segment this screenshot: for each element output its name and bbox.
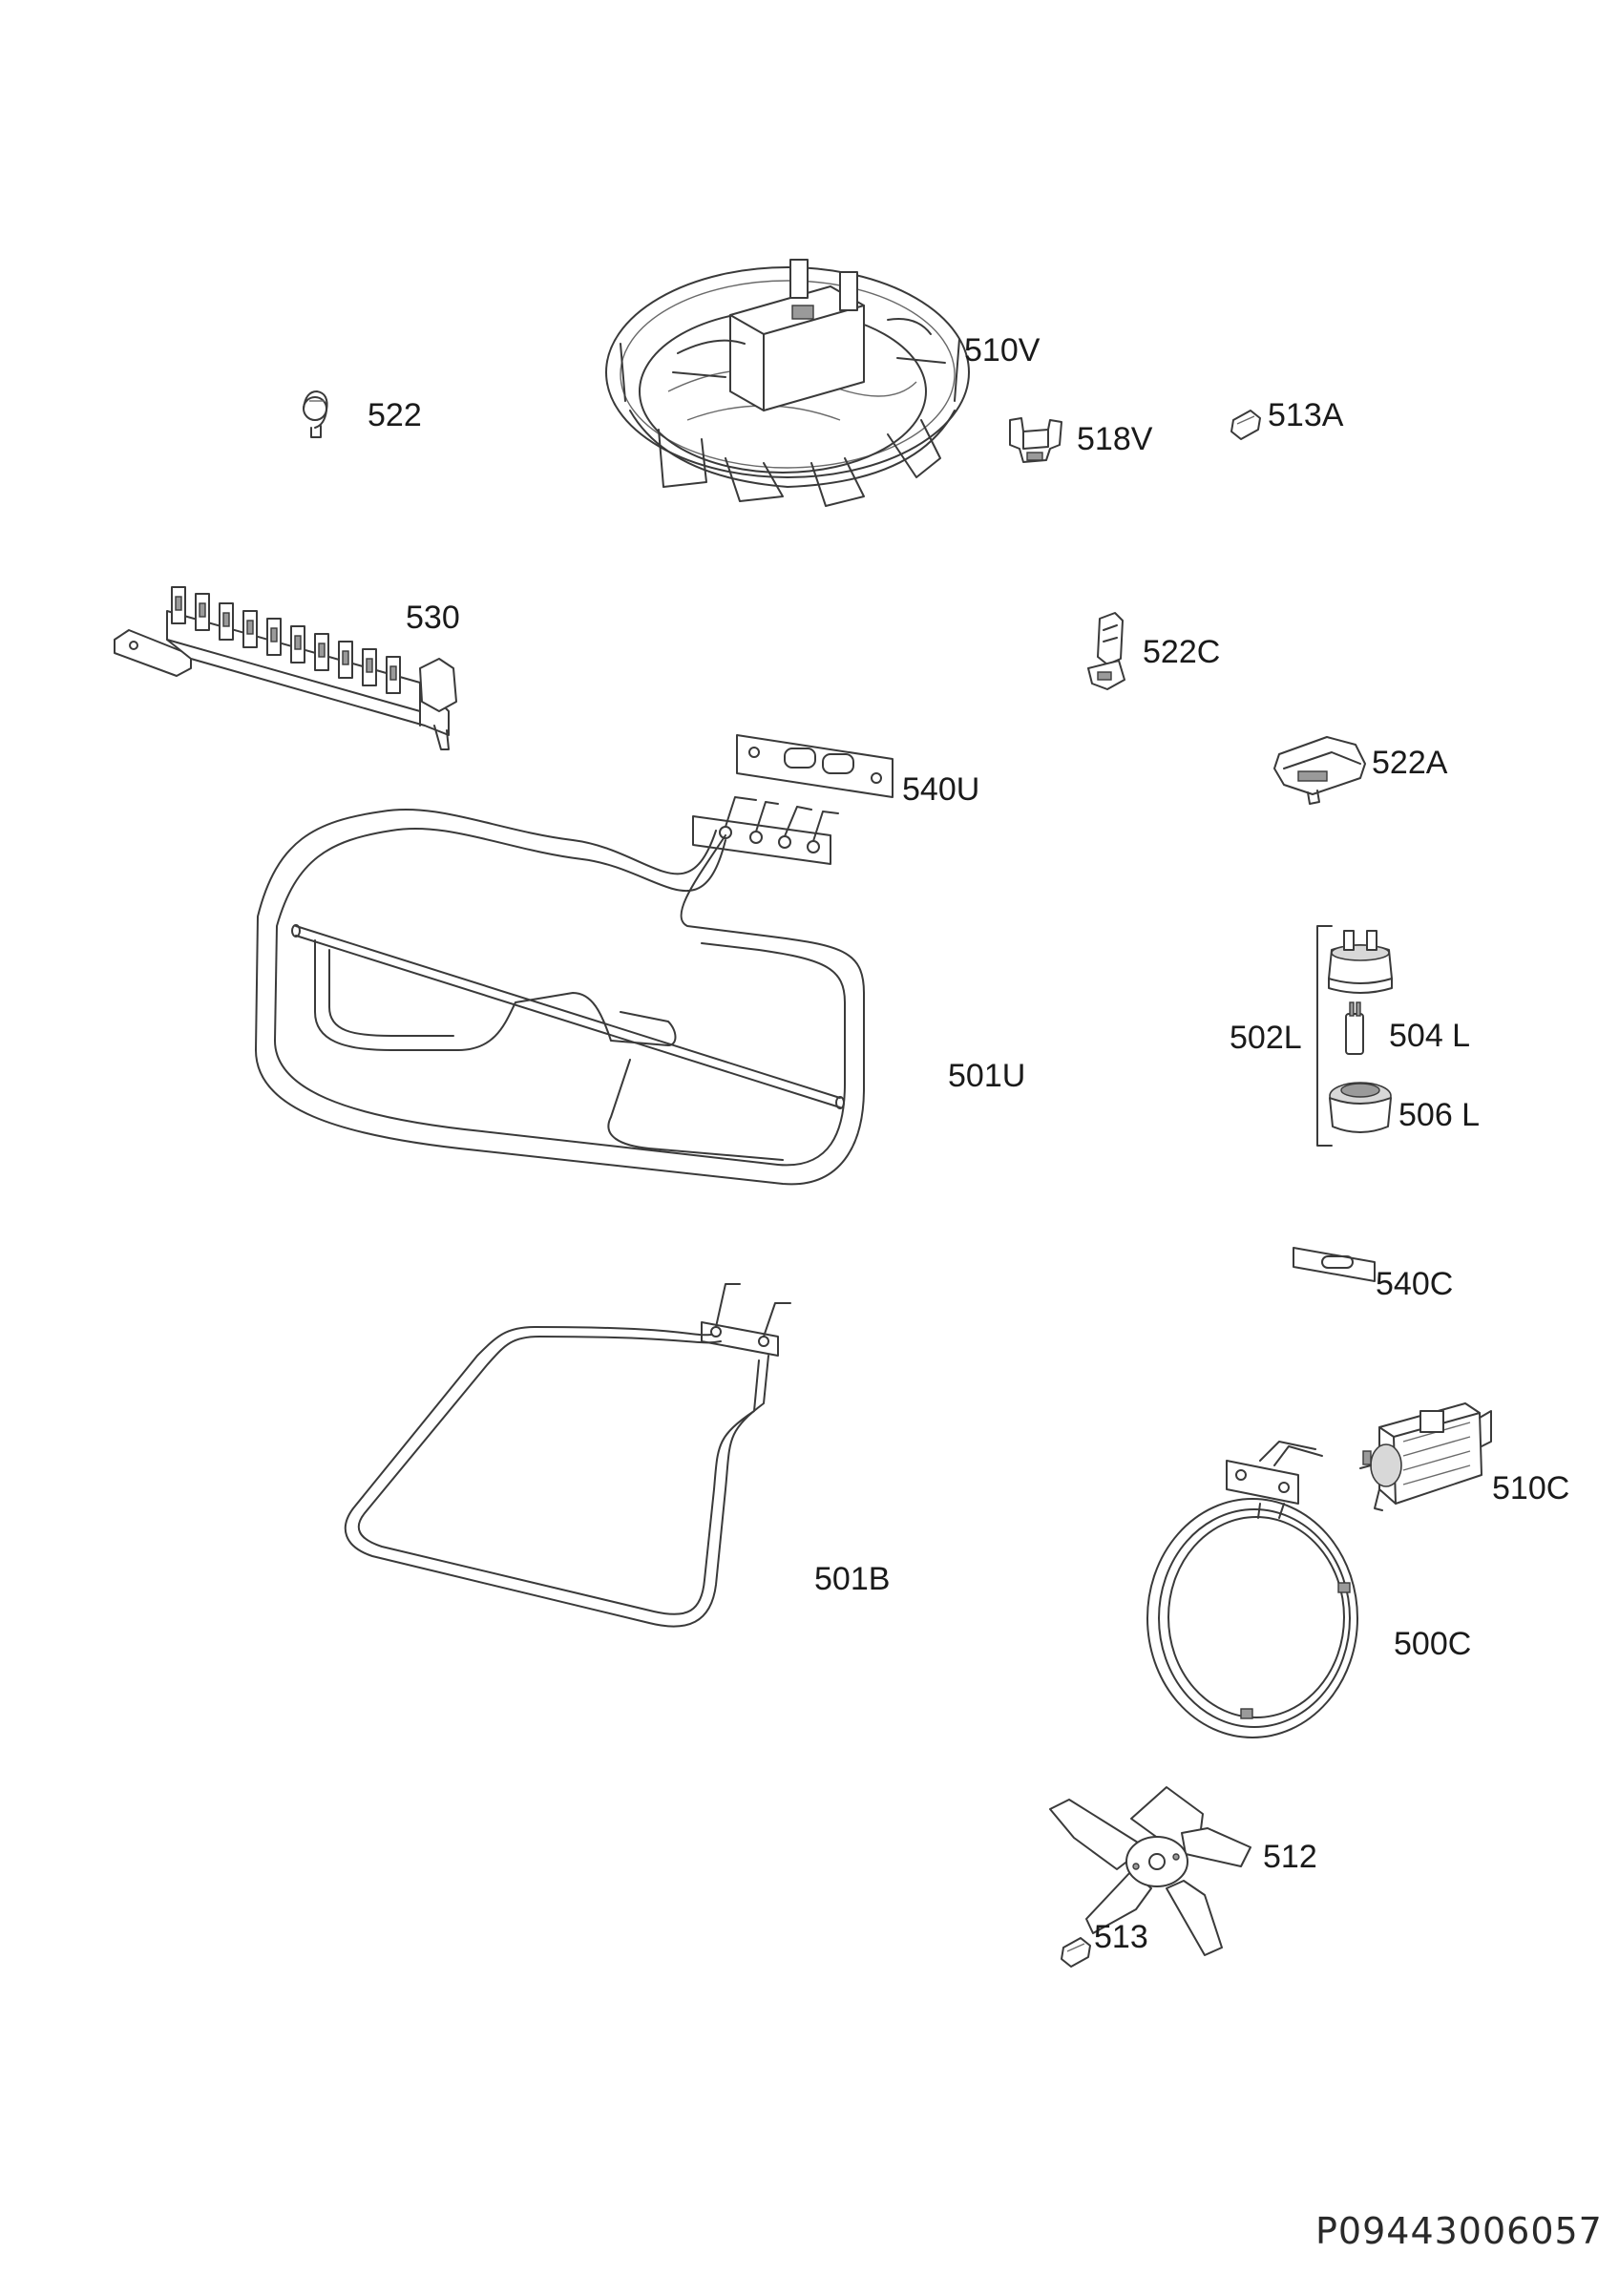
document-number: P09443006057 [1315,2210,1603,2252]
lamp-cover-icon [1329,1082,1392,1133]
circular-heating-element-icon [1146,1441,1358,1738]
lamp-holder-icon [1328,930,1393,994]
part-label-522: 522 [368,397,422,433]
part-label-500C: 500C [1394,1626,1472,1662]
fan-motor-icon [1359,1402,1492,1511]
lamp-bulb-icon [1345,1001,1364,1055]
part-label-510C: 510C [1492,1470,1570,1506]
cable-clip-icon [303,390,328,438]
part-label-540U: 540U [902,771,980,808]
part-label-513: 513 [1094,1919,1148,1955]
motor-bracket-icon [1009,417,1062,463]
part-label-530: 530 [406,600,460,636]
fan-motor-assembly-icon [605,259,970,507]
part-label-513A: 513A [1268,397,1344,433]
part-label-522A: 522A [1372,745,1448,781]
part-label-540C: 540C [1376,1266,1454,1302]
part-label-512: 512 [1263,1839,1317,1875]
lamp-assembly-bracket [1316,925,1333,1147]
part-label-506L: 506 L [1398,1097,1481,1133]
part-label-501B: 501B [814,1561,891,1597]
gasket-icon [1293,1247,1376,1282]
part-label-522C: 522C [1143,634,1221,670]
part-label-518V: 518V [1077,421,1153,457]
bottom-heating-element-icon [344,1283,791,1628]
clamp-icon [1273,736,1366,805]
nut-icon [1230,410,1261,440]
clip-icon [1087,612,1125,690]
part-label-510V: 510V [964,332,1041,369]
part-label-501U: 501U [948,1058,1026,1094]
gasket-icon [736,734,894,798]
nut-icon [1061,1937,1091,1968]
part-label-504L: 504 L [1389,1018,1471,1054]
terminal-block-icon [114,586,457,750]
fan-blade-icon [1049,1786,1251,1956]
top-heating-element-icon [255,796,865,1186]
part-label-502L: 502L [1230,1020,1302,1056]
